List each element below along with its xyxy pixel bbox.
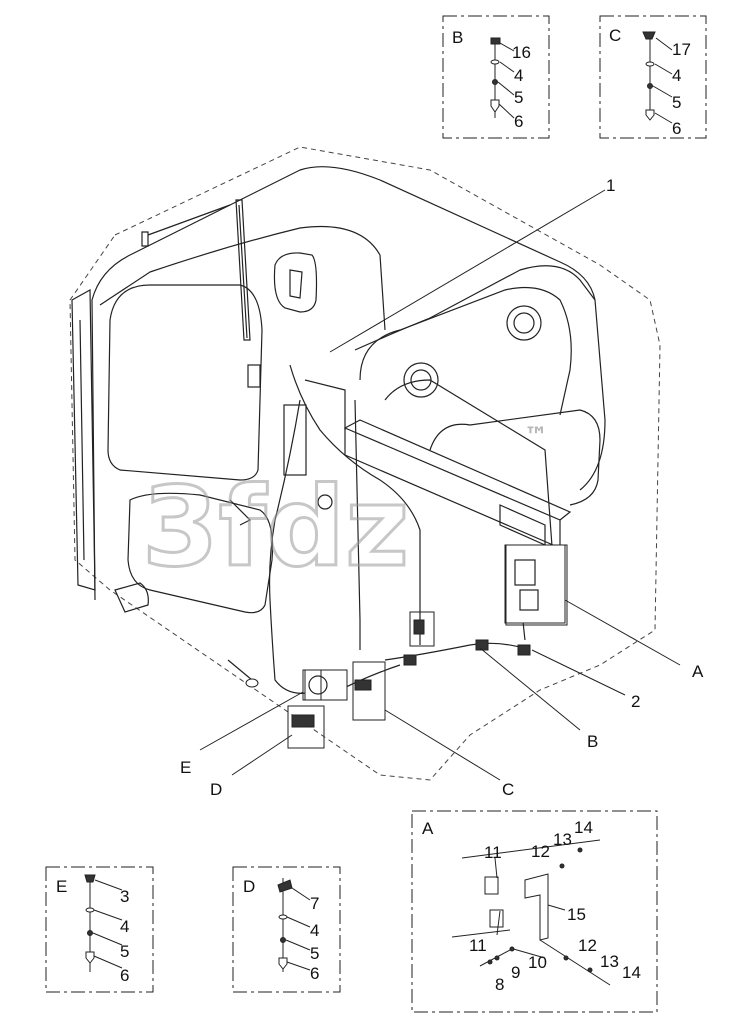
detail-A-label-13-bottom: 13 [600, 952, 619, 971]
detail-E-parts [84, 874, 123, 972]
detail-D-parts [277, 878, 311, 972]
detail-D-label-3: 5 [310, 944, 319, 963]
detail-box-A: A 11 12 13 14 15 11 12 13 14 [411, 810, 658, 1013]
watermark-tm: ™ [524, 422, 548, 450]
detail-A-label-13-top: 13 [553, 830, 572, 849]
detail-B-label-4: 6 [514, 112, 523, 131]
callout-A: A [692, 662, 704, 681]
detail-E-title: E [56, 877, 67, 896]
detail-B-label-3: 5 [514, 88, 523, 107]
wiring-harness [227, 364, 566, 728]
detail-D-label-2: 4 [310, 921, 319, 940]
detail-C-label-4: 6 [672, 119, 681, 138]
detail-A-label-14-top: 14 [574, 818, 593, 837]
detail-A-label-11-top: 11 [484, 843, 502, 862]
detail-A-label-9: 9 [511, 963, 520, 982]
detail-D-label-1: 7 [310, 894, 319, 913]
detail-A-label-12-top: 12 [531, 842, 550, 861]
detail-A-label-15: 15 [567, 905, 586, 924]
detail-A-label-8: 8 [495, 975, 504, 994]
detail-E-label-4: 6 [120, 966, 129, 985]
detail-A-label-10: 10 [528, 953, 547, 972]
detail-A-title: A [422, 819, 434, 838]
callout-C: C [502, 780, 514, 799]
callout-1: 1 [606, 176, 615, 195]
detail-box-D: D 7 4 5 6 [232, 866, 341, 993]
detail-B-parts [490, 37, 515, 119]
callout-2: 2 [631, 692, 640, 711]
detail-A-label-11-bottom: 11 [469, 936, 487, 955]
detail-A-parts [451, 839, 611, 986]
watermark: 3fdz ™ [141, 422, 549, 593]
detail-box-C: C 17 4 5 6 [599, 15, 707, 139]
detail-box-E: E 3 4 5 6 [45, 866, 154, 993]
location-frames [287, 544, 568, 749]
watermark-text: 3fdz [142, 463, 409, 591]
detail-B-label-2: 4 [514, 66, 523, 85]
detail-B-label-1: 16 [512, 43, 531, 62]
detail-C-label-2: 4 [672, 66, 681, 85]
callout-B: B [587, 732, 598, 751]
cab-assembly [69, 146, 661, 781]
detail-A-label-14-bottom: 14 [622, 963, 641, 982]
detail-D-label-4: 6 [310, 964, 319, 983]
detail-C-label-3: 5 [672, 93, 681, 112]
detail-E-label-2: 4 [120, 917, 129, 936]
detail-D-title: D [243, 877, 255, 896]
callout-D: D [210, 780, 222, 799]
detail-C-title: C [609, 26, 621, 45]
detail-E-label-1: 3 [120, 887, 129, 906]
leader-lines [199, 189, 681, 781]
detail-C-parts [642, 31, 673, 124]
callout-E: E [180, 758, 191, 777]
detail-box-B: B 16 4 5 6 [442, 15, 550, 139]
detail-C-label-1: 17 [672, 40, 691, 59]
detail-A-label-12-bottom: 12 [578, 936, 597, 955]
detail-B-title: B [452, 28, 463, 47]
detail-E-label-3: 5 [120, 942, 129, 961]
